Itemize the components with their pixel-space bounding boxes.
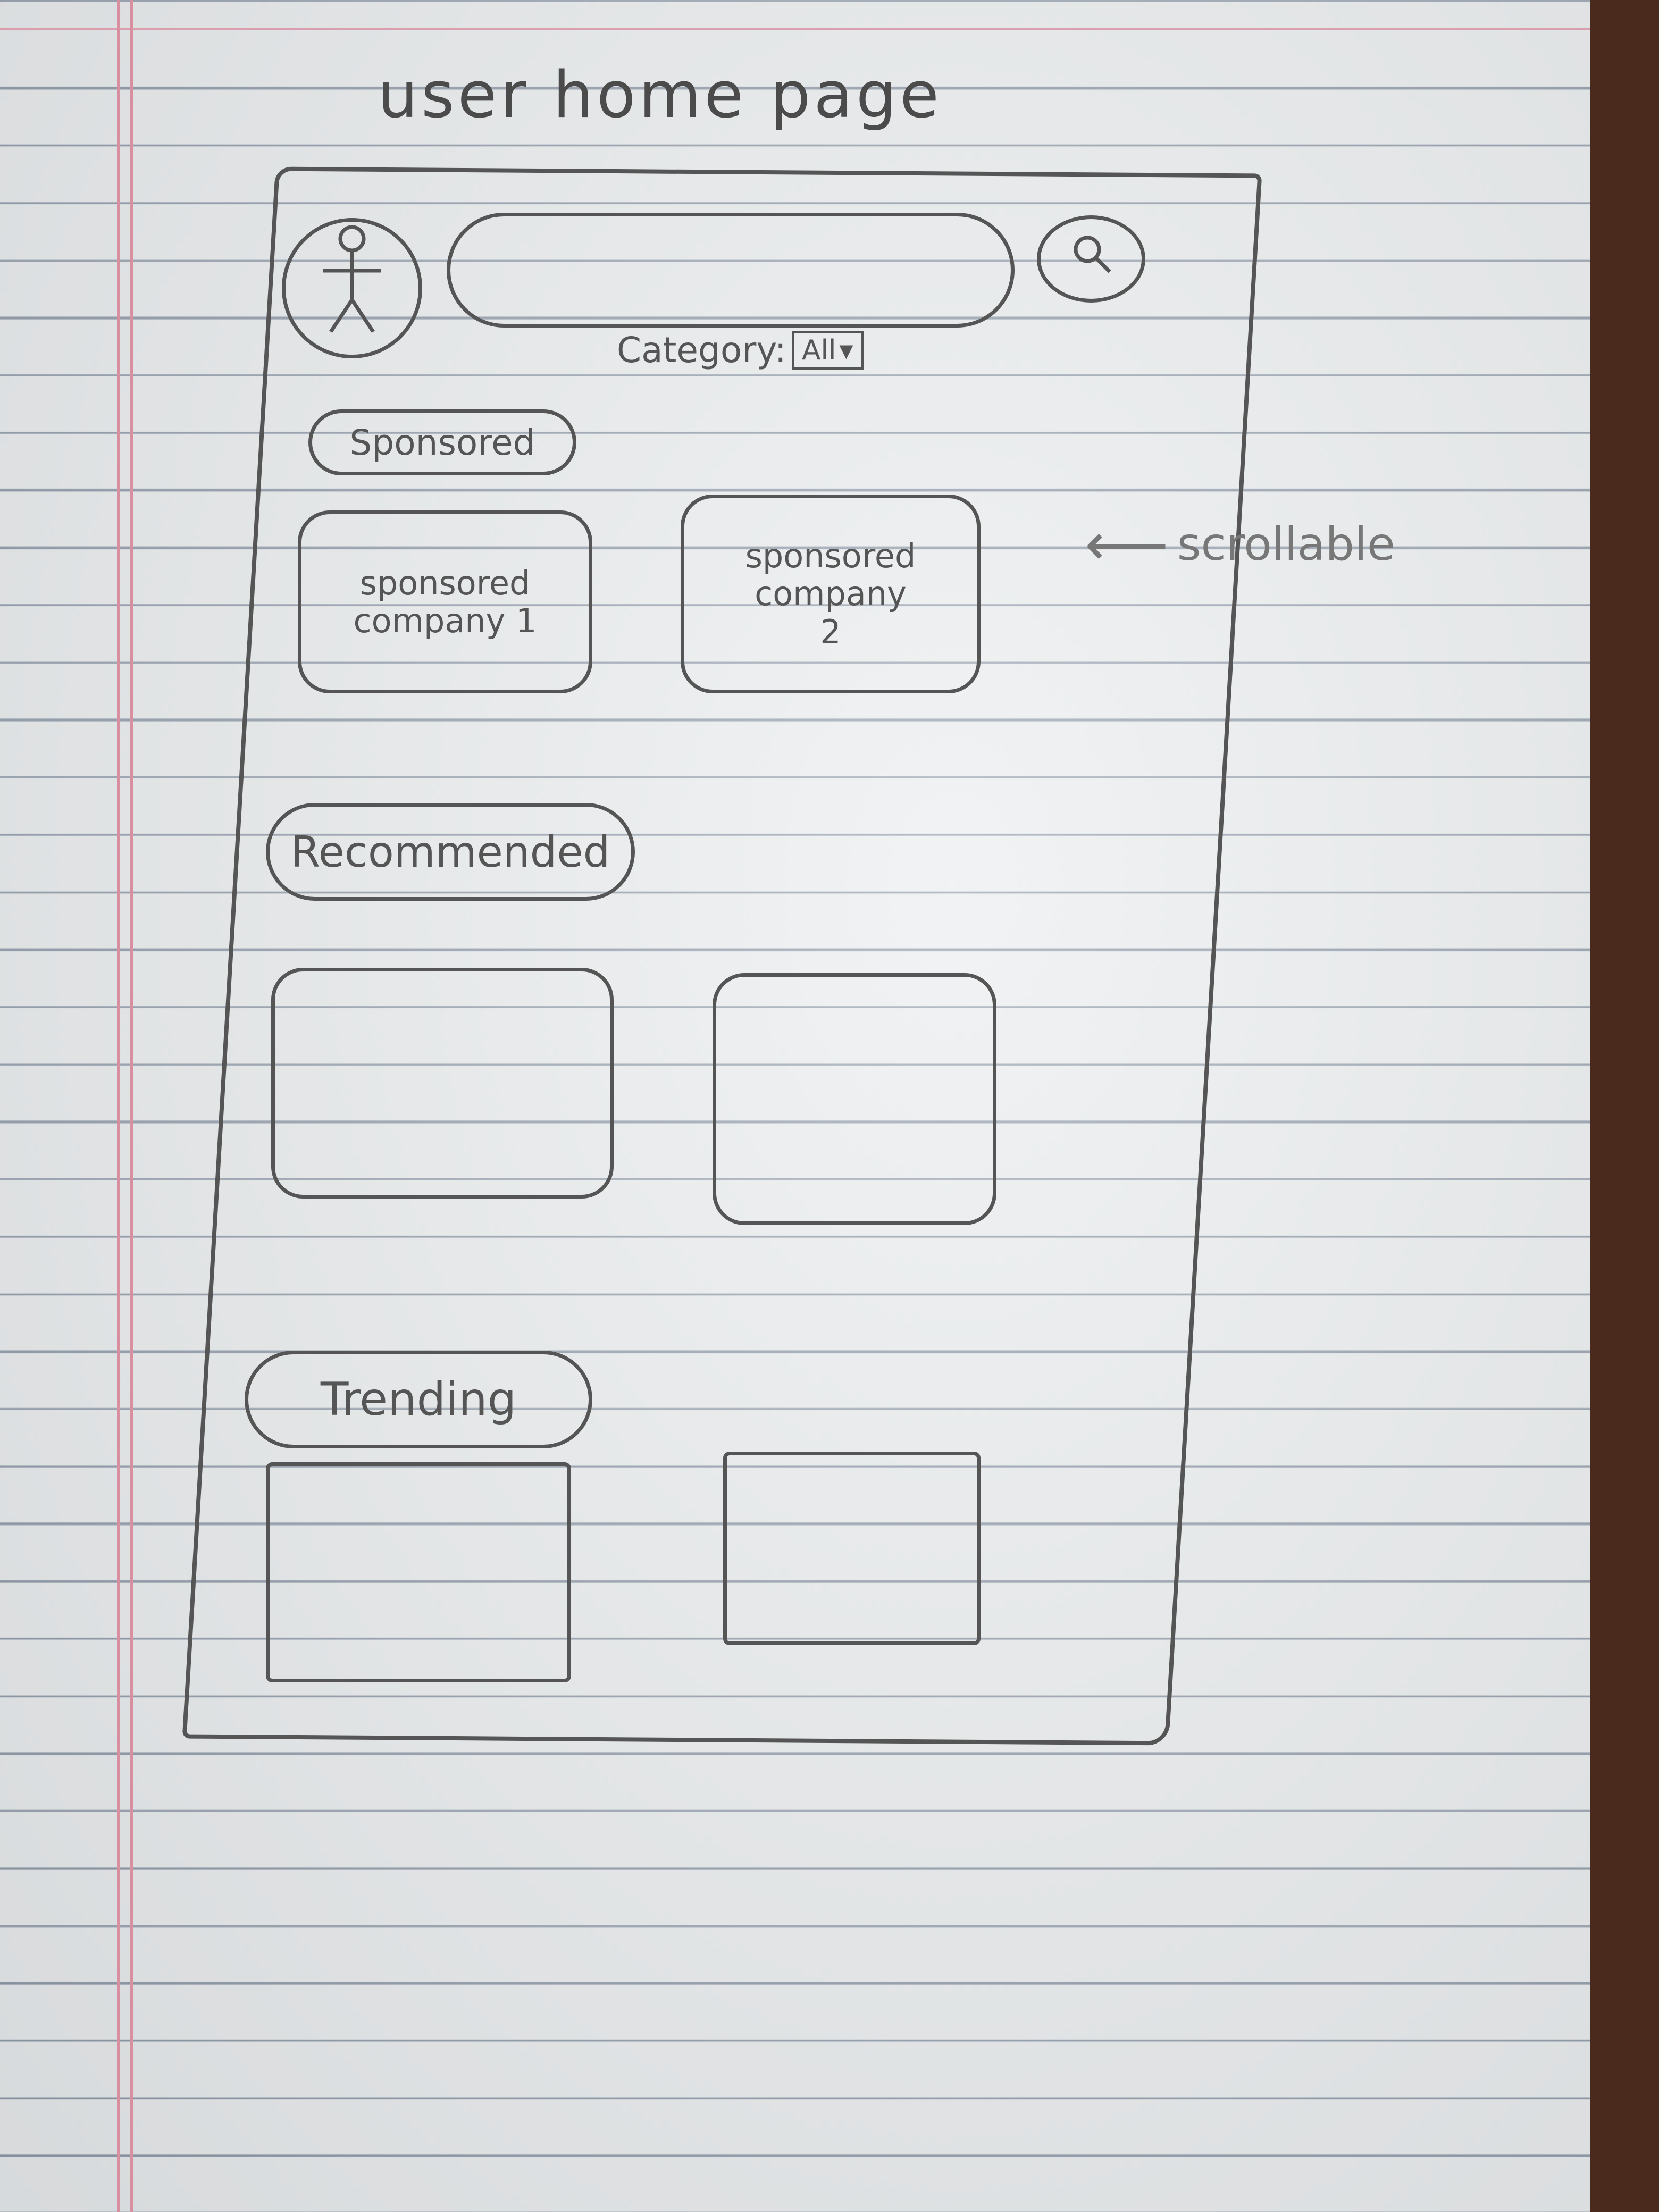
chevron-down-icon: ▾ <box>839 334 853 366</box>
recommended-card-2[interactable] <box>713 973 996 1225</box>
section-label-trending: Trending <box>245 1351 592 1448</box>
search-button[interactable] <box>1037 215 1145 303</box>
margin-line <box>130 0 133 2212</box>
category-select[interactable]: All ▾ <box>791 330 864 370</box>
recommended-card-1[interactable] <box>271 968 614 1199</box>
scroll-annotation: ⟵ scrollable <box>1085 510 1395 579</box>
trending-card-2[interactable] <box>723 1452 981 1645</box>
trending-card-1[interactable] <box>266 1462 571 1682</box>
stick-figure-icon <box>312 220 392 357</box>
page-title: user home page <box>378 58 942 132</box>
margin-line <box>117 0 120 2212</box>
avatar[interactable] <box>282 218 422 358</box>
section-label-recommended: Recommended <box>266 803 635 901</box>
arrow-left-icon: ⟵ <box>1085 510 1169 579</box>
top-margin-line <box>0 28 1590 30</box>
category-filter: Category: All ▾ <box>617 330 864 371</box>
scrollable-note: scrollable <box>1177 518 1395 571</box>
sponsored-card-1[interactable]: sponsored company 1 <box>298 510 592 693</box>
sponsored-card-2[interactable]: sponsored company 2 <box>681 495 981 693</box>
section-label-sponsored: Sponsored <box>308 409 576 475</box>
search-input[interactable] <box>447 213 1015 328</box>
category-label: Category: <box>617 330 786 371</box>
category-selected-value: All <box>801 334 836 366</box>
search-icon <box>1067 229 1115 289</box>
